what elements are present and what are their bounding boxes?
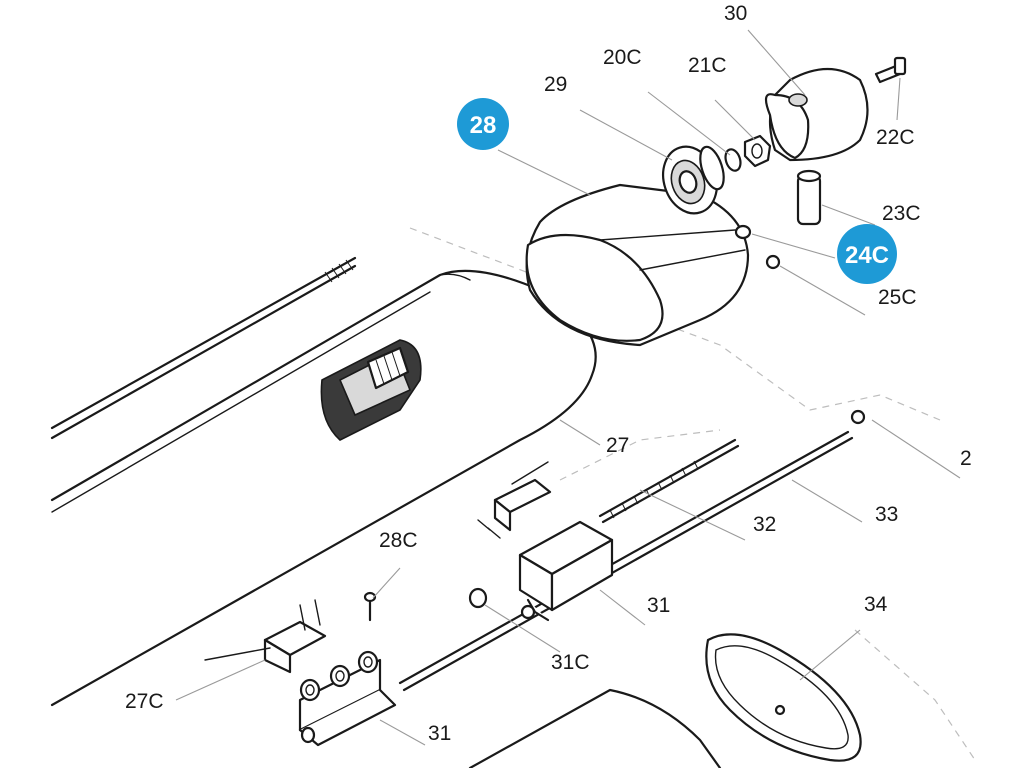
- label-31-upper: 31: [647, 594, 670, 617]
- micro-switch-lower: [204, 599, 327, 674]
- micro-switch-upper: [477, 461, 552, 539]
- label-27c: 27C: [125, 690, 164, 713]
- leader-lines: [175, 29, 961, 746]
- threaded-screw-32: [598, 438, 740, 524]
- badge-28[interactable]: 28: [457, 98, 509, 150]
- label-29: 29: [544, 73, 567, 96]
- oval-sleeve: [525, 183, 750, 347]
- label-34: 34: [864, 593, 888, 616]
- label-21c: 21C: [688, 54, 727, 77]
- label-31-lower: 31: [428, 722, 451, 745]
- badge-24c[interactable]: 24C: [837, 224, 897, 284]
- long-rod: [50, 256, 357, 440]
- badge-28-text: 28: [470, 112, 497, 139]
- badge-24c-text: 24C: [845, 242, 889, 269]
- rod-33: [398, 409, 866, 692]
- screw-part: [874, 56, 907, 84]
- pin-part: [796, 169, 822, 226]
- pulley-bushing: [662, 145, 725, 215]
- oval-plate: [705, 633, 862, 762]
- bracket-lower: [298, 650, 397, 747]
- tube-body: [50, 269, 597, 707]
- badge-24c-circle: [837, 224, 897, 284]
- end-cap: [764, 68, 869, 162]
- grommet-31c-part: [468, 587, 488, 609]
- label-20c: 20C: [603, 46, 642, 69]
- label-2-truncated: 2: [960, 447, 972, 470]
- knob-part: [320, 339, 422, 441]
- label-32: 32: [753, 513, 776, 536]
- label-33: 33: [875, 503, 898, 526]
- label-22c: 22C: [876, 126, 915, 149]
- small-screw-28c-part: [363, 591, 377, 622]
- lower-housing-edge: [468, 688, 722, 768]
- washer-part: [724, 148, 742, 172]
- label-30: 30: [724, 2, 747, 25]
- badge-28-circle: [457, 98, 509, 150]
- small-nut-25c-part: [765, 254, 781, 270]
- label-27: 27: [606, 434, 629, 457]
- label-28c: 28C: [379, 529, 418, 552]
- label-25c: 25C: [878, 286, 917, 309]
- small-nut-24c-part: [734, 224, 752, 240]
- bracket-block-upper: [518, 520, 614, 622]
- label-23c: 23C: [882, 202, 921, 225]
- hex-nut-part: [743, 134, 772, 168]
- label-31c: 31C: [551, 651, 590, 674]
